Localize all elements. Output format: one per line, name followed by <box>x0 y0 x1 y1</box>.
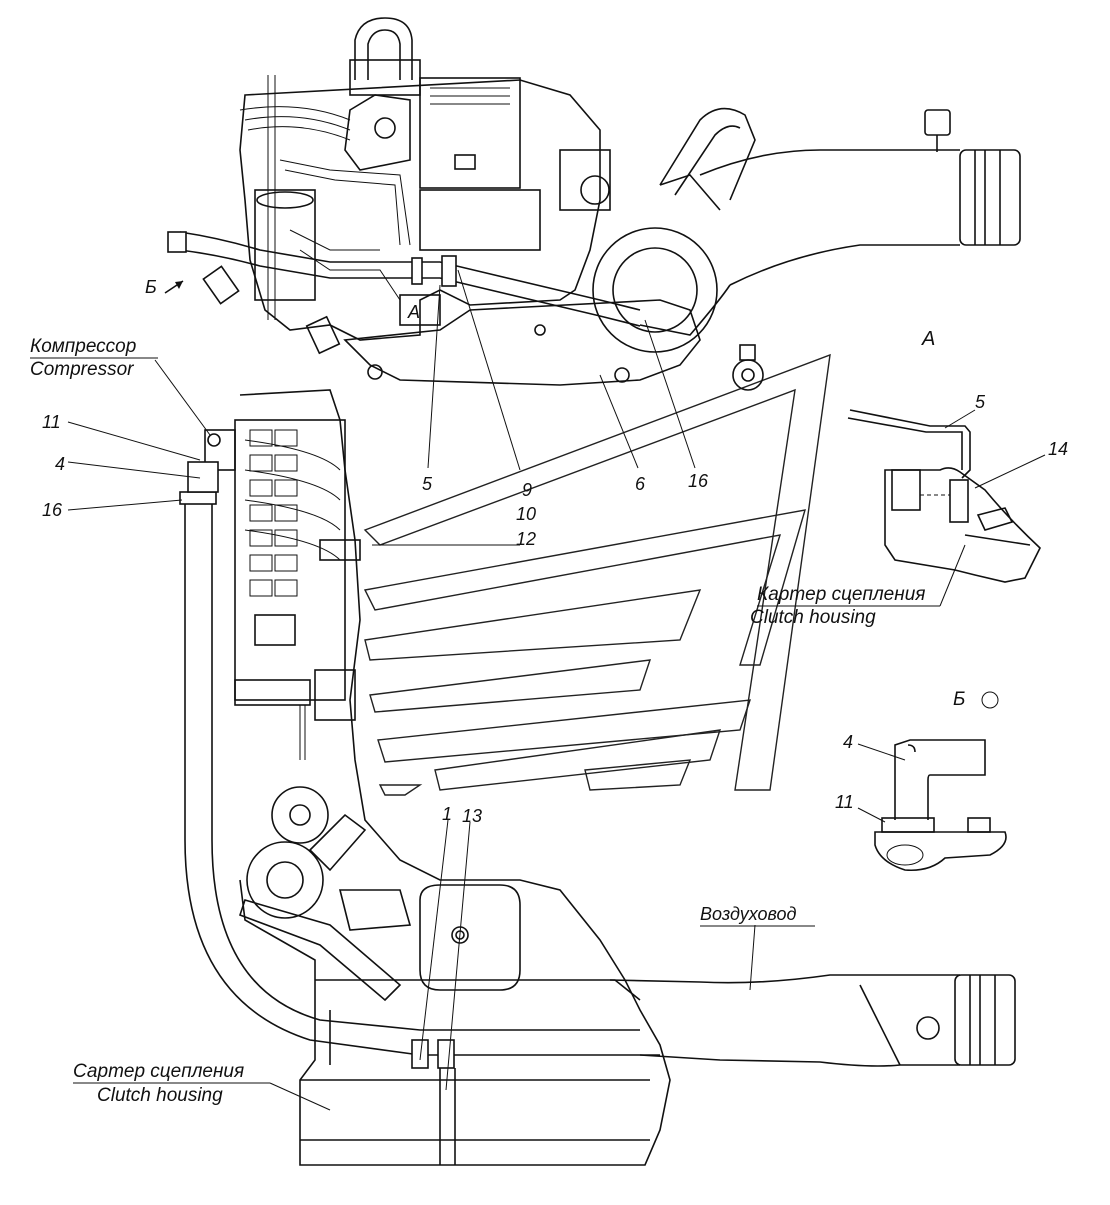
left-callout-leaders <box>67 421 201 511</box>
detail-b-view <box>874 739 1007 872</box>
clutch-housing-right-ru: Картер сцепления <box>757 584 925 605</box>
callout-11-detail-b: 11 <box>835 792 854 812</box>
engine-top-view <box>167 17 1021 391</box>
callout-1: 1 <box>442 804 452 824</box>
view-b-arrow-head <box>175 281 183 289</box>
callout-4-left: 4 <box>55 454 65 474</box>
engine-side-view <box>179 389 1016 1166</box>
callout-5-detail-a: 5 <box>975 392 986 412</box>
compressor-label-en: Compressor <box>30 359 134 380</box>
callout-12: 12 <box>516 529 536 549</box>
clutch-housing-bottom-en: Clutch housing <box>97 1085 223 1106</box>
view-b-marker: Б <box>145 277 157 297</box>
callout-16-top: 16 <box>688 471 709 491</box>
view-a-title: А <box>921 328 935 350</box>
clutch-housing-right-leader <box>939 544 966 607</box>
callout-9: 9 <box>522 480 532 500</box>
callout-14-detail-a: 14 <box>1048 439 1068 459</box>
callout-4-detail-b: 4 <box>843 732 853 752</box>
callout-13: 13 <box>462 806 482 826</box>
view-b-title: Б <box>953 689 965 710</box>
callout-16-left: 16 <box>42 500 63 520</box>
clutch-housing-bottom-ru: Сартер сцепления <box>73 1061 244 1082</box>
clutch-housing-bottom-leader <box>269 1082 331 1111</box>
top-callout-leaders <box>372 269 696 546</box>
compressor-label-ru: Компрессор <box>30 336 136 357</box>
clutch-housing-right-en: Clutch housing <box>750 607 876 628</box>
callout-5-top: 5 <box>422 474 433 494</box>
compressor-leader <box>154 359 211 436</box>
bottom-callout-leaders <box>419 819 756 1091</box>
detail-a-view <box>847 409 1041 583</box>
view-a-marker: А <box>407 302 420 322</box>
detail-a-5-leader <box>944 409 976 429</box>
detail-a-14-leader <box>974 454 1046 489</box>
callout-10: 10 <box>516 504 536 524</box>
air-duct-label: Воздуховод <box>700 904 797 924</box>
detail-b-4-leader <box>857 743 906 761</box>
callout-6: 6 <box>635 474 646 494</box>
watermark-logo <box>363 353 831 796</box>
detail-b-11-leader <box>857 807 886 823</box>
view-b-symbol <box>981 691 999 709</box>
callout-11-left: 11 <box>42 412 61 432</box>
